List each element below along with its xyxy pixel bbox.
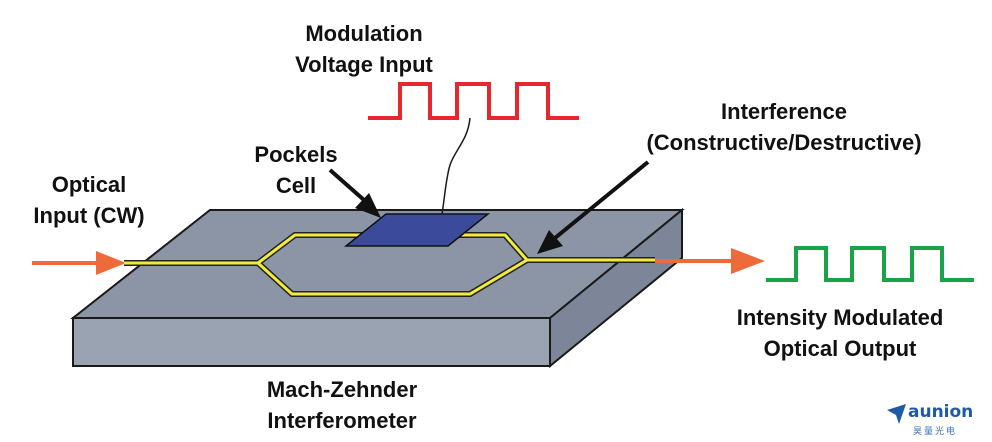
electrode-wire <box>441 117 471 215</box>
interference-label-line2: (Constructive/Destructive) <box>646 130 922 155</box>
modulation-square-wave <box>368 82 579 120</box>
brand-watermark: aunion 昊量光电 <box>886 402 986 438</box>
output-arrow-head <box>731 248 765 274</box>
pockels-pointer-head <box>355 193 381 218</box>
optical-input-label: Optical Input (CW) <box>14 169 164 231</box>
chip-side-face <box>549 207 683 369</box>
pockels-pointer-shaft <box>328 168 366 202</box>
brand-name: aunion <box>908 402 974 422</box>
interference-label-line1: Interference <box>721 99 847 124</box>
pockels-label-line1: Pockels <box>254 142 338 167</box>
interference-label: Interference (Constructive/Destructive) <box>614 96 954 158</box>
output-label-line2: Optical Output <box>763 336 917 361</box>
output-square-wave <box>766 246 974 282</box>
modulation-label-line2: Voltage Input <box>295 52 433 77</box>
optical-input-label-line1: Optical <box>51 172 127 197</box>
device-label-line1: Mach-Zehnder <box>266 377 418 402</box>
modulation-voltage-label: Modulation Voltage Input <box>264 18 464 80</box>
input-arrow-head <box>96 251 126 275</box>
optical-input-label-line2: Input (CW) <box>33 203 145 228</box>
modulation-label-line1: Modulation <box>305 21 423 46</box>
chip-front-face <box>72 317 551 367</box>
device-name-label: Mach-Zehnder Interferometer <box>232 374 452 436</box>
pockels-cell-label: Pockels Cell <box>232 139 360 201</box>
interference-pointer-head <box>537 230 563 254</box>
output-label-line1: Intensity Modulated <box>736 305 944 330</box>
pockels-label-line2: Cell <box>275 173 317 198</box>
brand-subtitle: 昊量光电 <box>913 427 958 437</box>
brand-logo-icon <box>887 404 906 424</box>
pockels-cell <box>343 213 491 247</box>
interference-pointer-shaft <box>553 160 650 240</box>
device-label-line2: Interferometer <box>267 408 417 433</box>
intensity-output-label: Intensity Modulated Optical Output <box>700 302 980 364</box>
